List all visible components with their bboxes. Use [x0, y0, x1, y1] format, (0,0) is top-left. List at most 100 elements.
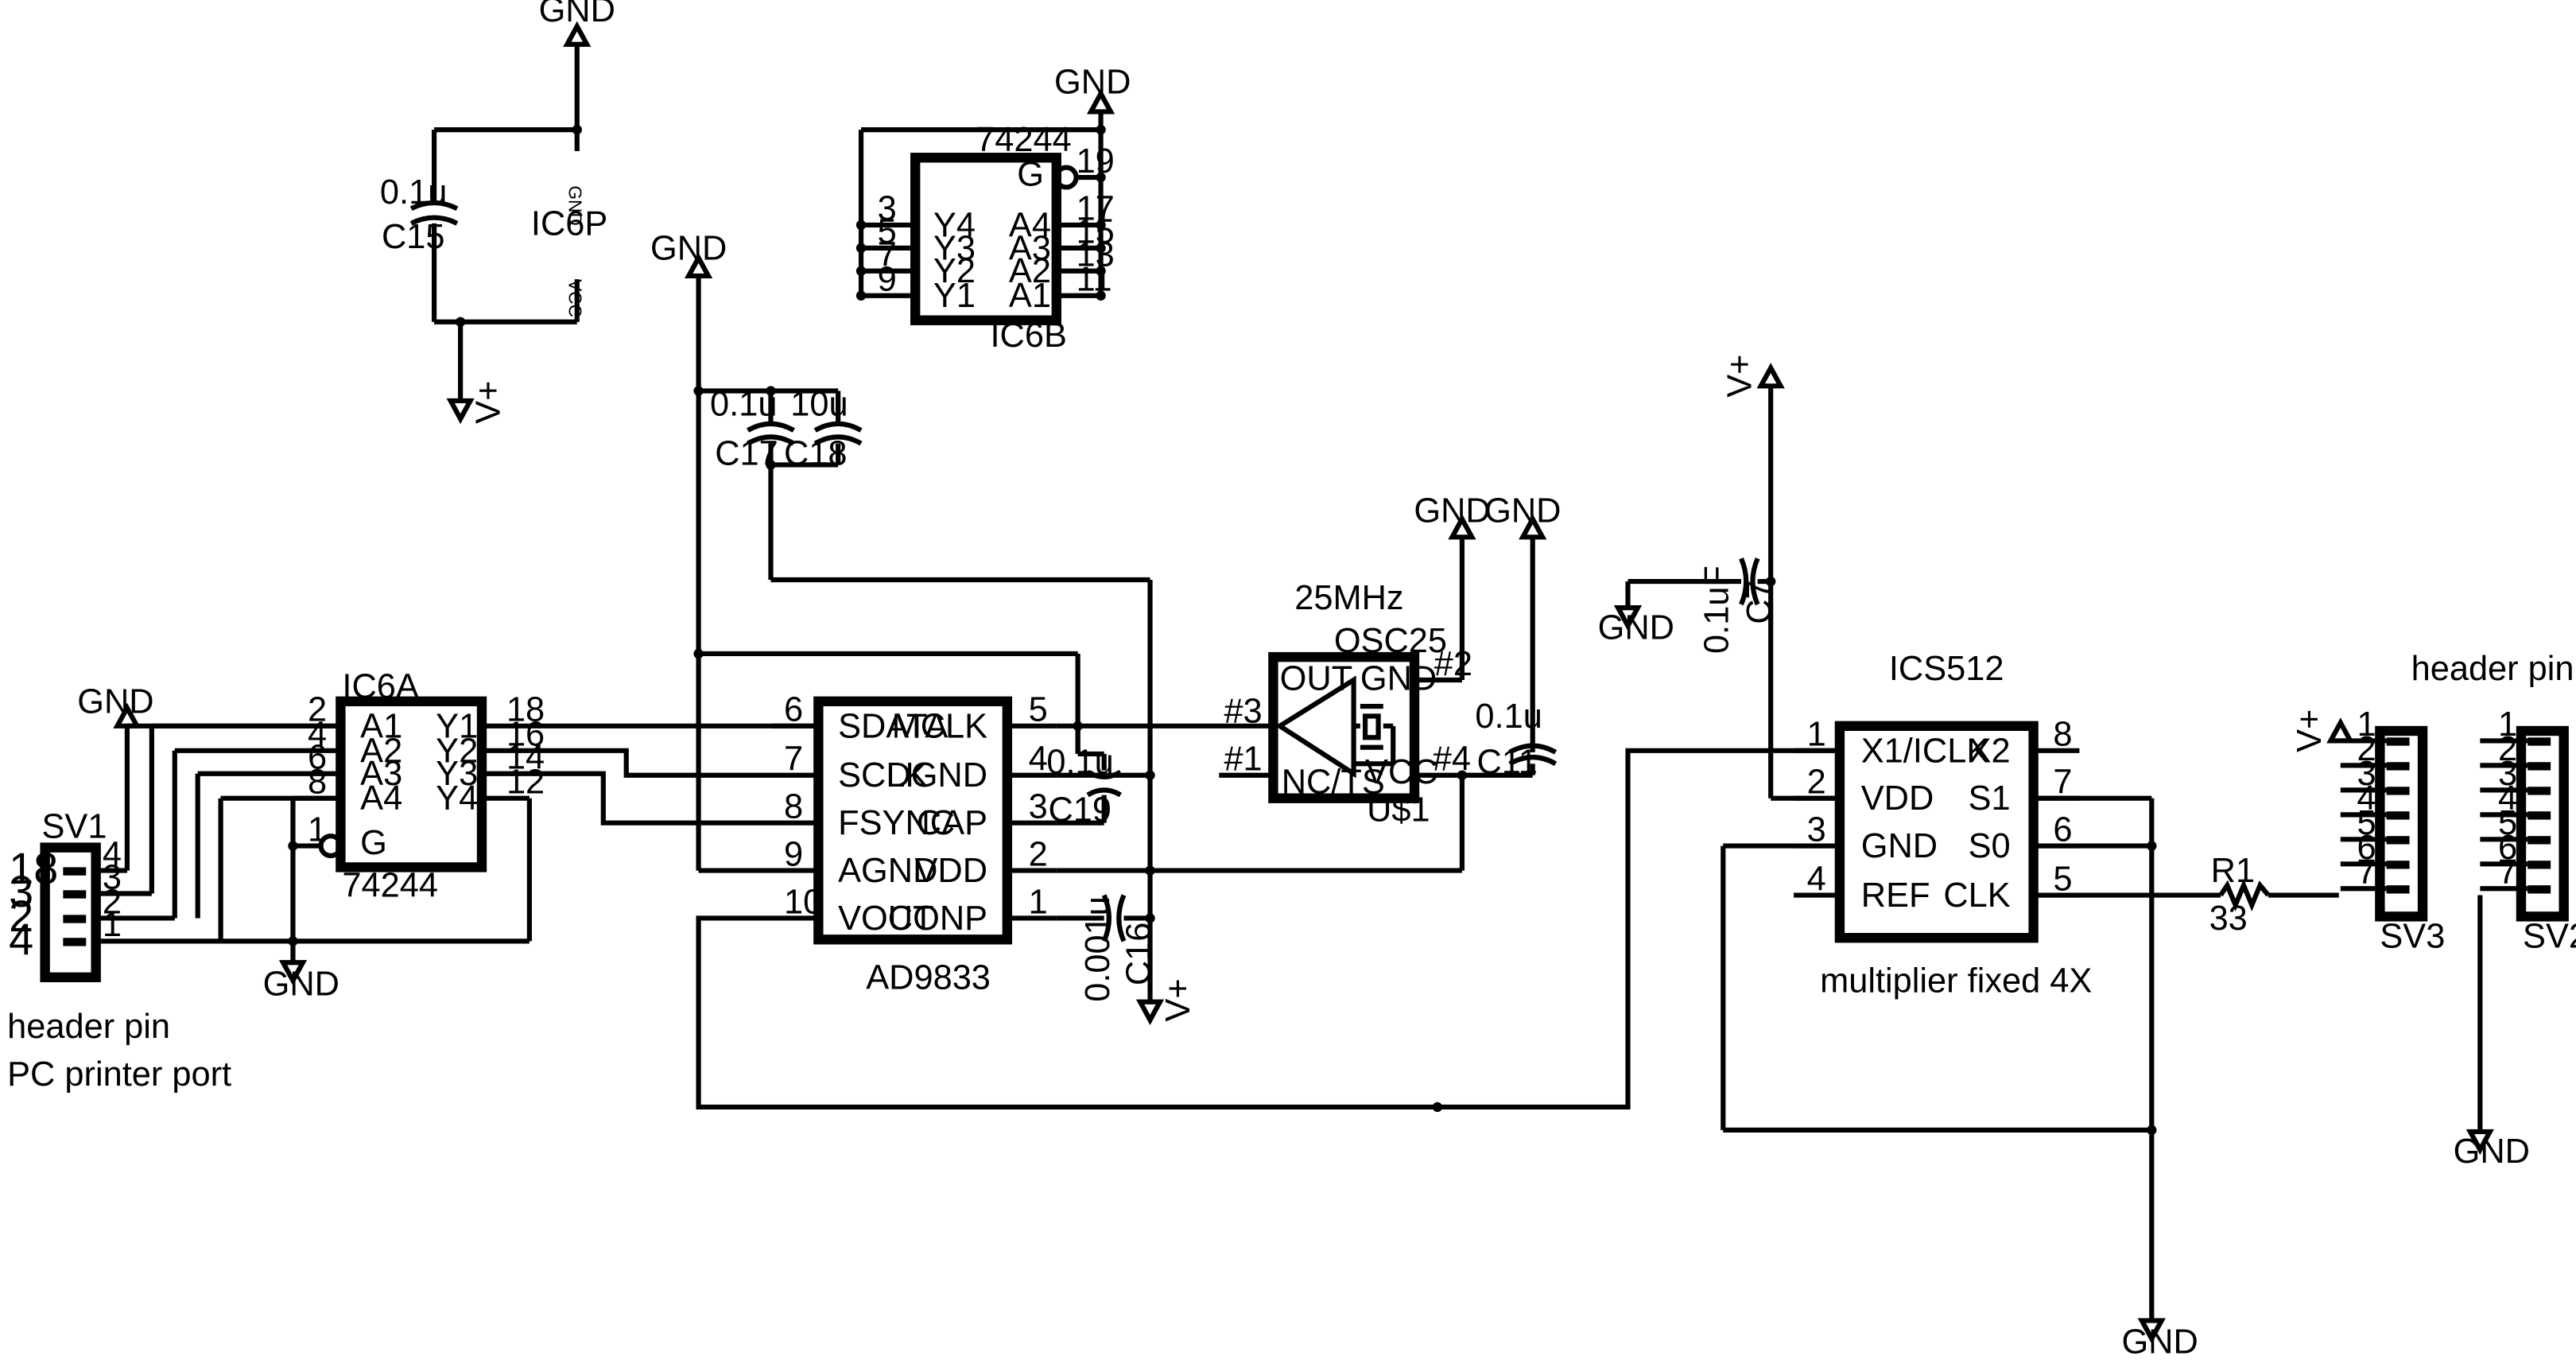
ic6b-left-pin-name: Y3: [933, 229, 976, 267]
ad9833-right-pin-name: VDD: [915, 852, 988, 890]
ics512-right-pin-number: 8: [2053, 716, 2072, 754]
ic6a-body: [336, 696, 487, 872]
osc-freq: 25MHz: [1294, 579, 1403, 617]
ic6a-left-pin-number: 8: [308, 764, 327, 802]
c16-value: 0.001u: [1079, 896, 1117, 1002]
ic6p-ref: IC6P: [531, 204, 607, 243]
vplus-label-sv3: V+: [2291, 709, 2329, 752]
ad9833-right-pin-number: 4: [1029, 740, 1048, 779]
ics512-note: multiplier fixed 4X: [1820, 962, 2092, 1000]
ics512-part: ICS512: [1889, 650, 2004, 688]
sv3-pin-number: 6: [2357, 829, 2376, 867]
ics512-left-pin-number: 1: [1807, 716, 1826, 754]
gnd-label-c11: GND: [1484, 492, 1561, 530]
ics512-left-pin-name: X1/ICLK: [1861, 732, 1990, 770]
sv1-pin-number: 4: [103, 835, 122, 873]
sv3-pin-number: 1: [2357, 705, 2376, 744]
ad9833-left-pin-name: VOUT: [838, 900, 933, 938]
osc-body: [1268, 651, 1420, 803]
gnd-label-ic6b: GND: [1054, 64, 1131, 102]
ics512-left-pin-name: VDD: [1861, 779, 1934, 818]
sv2-ref: SV2: [2523, 918, 2576, 956]
sv3-pin-number: 2: [2357, 730, 2376, 768]
sv2-pin-contact: [2528, 737, 2551, 746]
sv1-pin-contact: [63, 867, 87, 876]
sv2-pin-number: 7: [2498, 853, 2517, 892]
c16-ref: C16: [1120, 923, 1158, 986]
ics512-left-pin-number: 3: [1807, 810, 1826, 849]
r1-resistor: [2218, 879, 2271, 911]
ic6a-right-pin-name: Y3: [436, 755, 478, 793]
ic6b-left-pin-number: 5: [878, 213, 897, 251]
ic6a-right-pin-number: 18: [506, 691, 545, 729]
vplus-label-ic6p: V+: [470, 381, 508, 424]
ad9833-right-pin-name: CONP: [888, 900, 987, 938]
sv2-pin-contact: [2528, 787, 2551, 795]
gnd-label-sv1: GND: [77, 682, 153, 721]
ic6a-part: 74244: [342, 867, 438, 905]
sv2-note: header pin: [2411, 650, 2574, 688]
ic6a-left-pin-number: 4: [308, 716, 327, 754]
vplus-symbol-sv3: [2326, 717, 2355, 744]
gnd-label-osc: GND: [1414, 492, 1490, 530]
ad9833-left-pin-name: FSYNC: [838, 804, 955, 842]
vplus-c7: V+ GND 0.1uF C7: [1598, 355, 1840, 801]
c18-ref: C18: [784, 434, 848, 472]
oscillator-25mhz: 25MHz OSC25 OUT GND NC/TS VCC U$1 #3 #1 …: [1219, 492, 1562, 871]
ic6a-right-pin-name: Y4: [436, 779, 478, 818]
ad9833-right-pin-name: MCLK: [892, 707, 988, 745]
ic6b-g-pin: 19: [1077, 142, 1115, 181]
sv3-ref: SV3: [2380, 918, 2445, 956]
ic6b-right-pin-name: A3: [1009, 229, 1051, 267]
ic6b-left-pin-number: 7: [878, 236, 897, 274]
r1-value: 33: [2209, 900, 2248, 938]
vplus-symbol-c16: [1135, 999, 1165, 1025]
ad9833-right-pin-number: 5: [1029, 691, 1048, 729]
ic6b-right-pin-number: 13: [1077, 236, 1115, 274]
sv1-pin-contact: [63, 938, 87, 946]
sv2-pin-contact: [2528, 811, 2551, 820]
vplus-symbol-c7: [1756, 363, 1785, 389]
sv2-pin-contact: [2528, 885, 2551, 894]
c15-plate-bottom: [409, 215, 459, 226]
c7-value: 0.1uF: [1697, 565, 1736, 654]
c7-ref: C7: [1740, 580, 1779, 624]
gnd-label-c7: GND: [1598, 608, 1674, 647]
ic6b-right-pin-number: 15: [1077, 213, 1115, 251]
gnd-label-c17: GND: [650, 229, 727, 267]
sv1-pin-number: 1: [103, 906, 122, 944]
sv1-pin-number: 3: [103, 858, 122, 896]
ic6a-ref: IC6A: [342, 668, 418, 706]
osc-part: U$1: [1367, 791, 1430, 830]
sv3-pin-number: 4: [2357, 779, 2376, 818]
sv1-body: [40, 842, 101, 982]
sv2-pin-contact: [2528, 836, 2551, 845]
sv3-pin-contact: [2386, 811, 2410, 820]
vplus-label-c7: V+: [1721, 355, 1759, 398]
ic6b-left-pin-number: 3: [878, 190, 897, 228]
osc-pin3: #3: [1224, 693, 1262, 731]
ad9833-left-pin-name: SCLK: [838, 756, 928, 795]
c19-value: 0.1u: [1046, 744, 1113, 782]
ad9833-right-pin-name: CAP: [917, 804, 987, 842]
c19-ref: C19: [1048, 791, 1111, 830]
ics512-right-pin-name: S1: [1969, 779, 2011, 818]
sv1-pin-contact: [63, 890, 87, 899]
ic6b-right-pin-number: 11: [1077, 261, 1112, 299]
ic6a-g-pin: 1: [308, 810, 327, 849]
ics512-left-pin-number: 2: [1807, 764, 1826, 802]
vplus-symbol-ic6p: [446, 398, 475, 425]
ic6a-left-pin-number: 6: [308, 739, 327, 777]
crystal-icon: [1362, 713, 1381, 740]
ic6b-right-pin-name: A1: [1009, 277, 1051, 315]
sv3-pin-number: 7: [2357, 853, 2376, 892]
ic6b-g-label: G: [1017, 155, 1044, 193]
c15-value: 0.1u: [380, 173, 447, 212]
vplus-label-c16: V+: [1159, 978, 1197, 1021]
sv2-pin-contact: [2528, 861, 2551, 869]
